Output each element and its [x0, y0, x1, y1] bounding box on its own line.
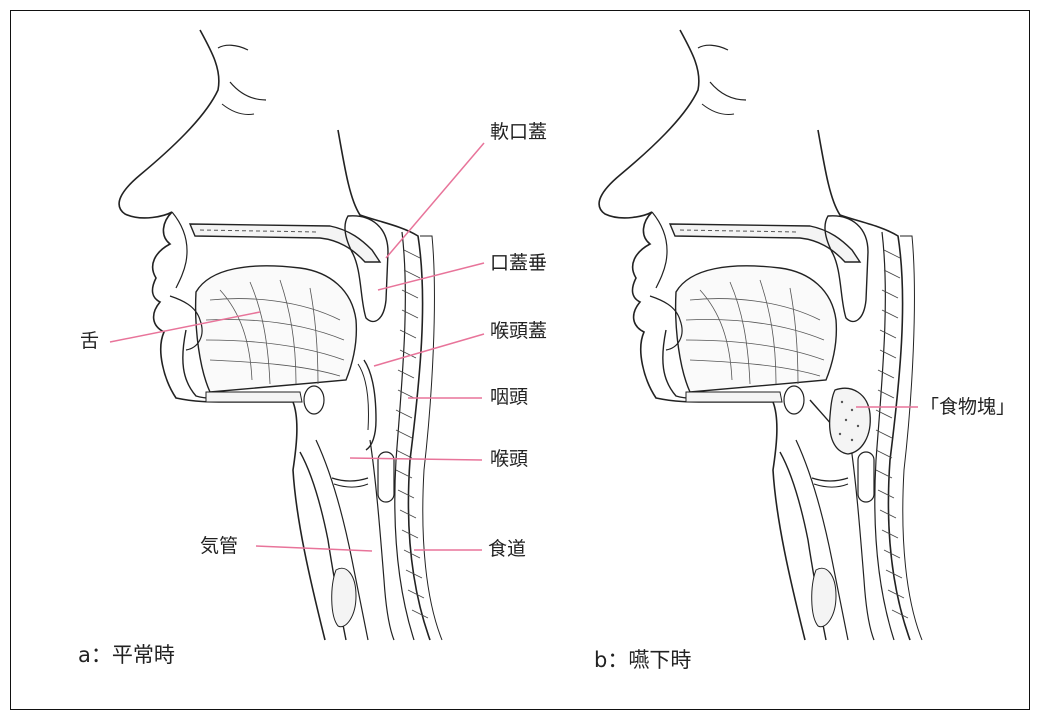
label-epiglottis: 喉頭蓋: [490, 322, 547, 341]
caption-a: a：平常時: [78, 645, 175, 666]
panel-b-illustration: [599, 30, 922, 640]
leader-epiglottis: [374, 334, 484, 366]
label-larynx: 喉頭: [490, 450, 528, 469]
label-pharynx: 咽頭: [490, 388, 528, 407]
label-tongue: 舌: [80, 332, 99, 351]
food-bolus-shape: [830, 388, 871, 454]
label-bolus: 「食物塊」: [920, 398, 1015, 417]
label-uvula: 口蓋垂: [490, 254, 547, 273]
leader-soft-palate: [386, 143, 484, 258]
leader-larynx: [350, 458, 482, 460]
label-soft-palate: 軟口蓋: [490, 123, 547, 142]
leader-trachea: [256, 546, 372, 551]
label-trachea: 気管: [200, 537, 238, 556]
label-esophagus: 食道: [488, 540, 526, 559]
panel-a-illustration: [119, 30, 442, 640]
caption-b: b：嚥下時: [594, 650, 691, 671]
leader-uvula: [378, 263, 484, 290]
